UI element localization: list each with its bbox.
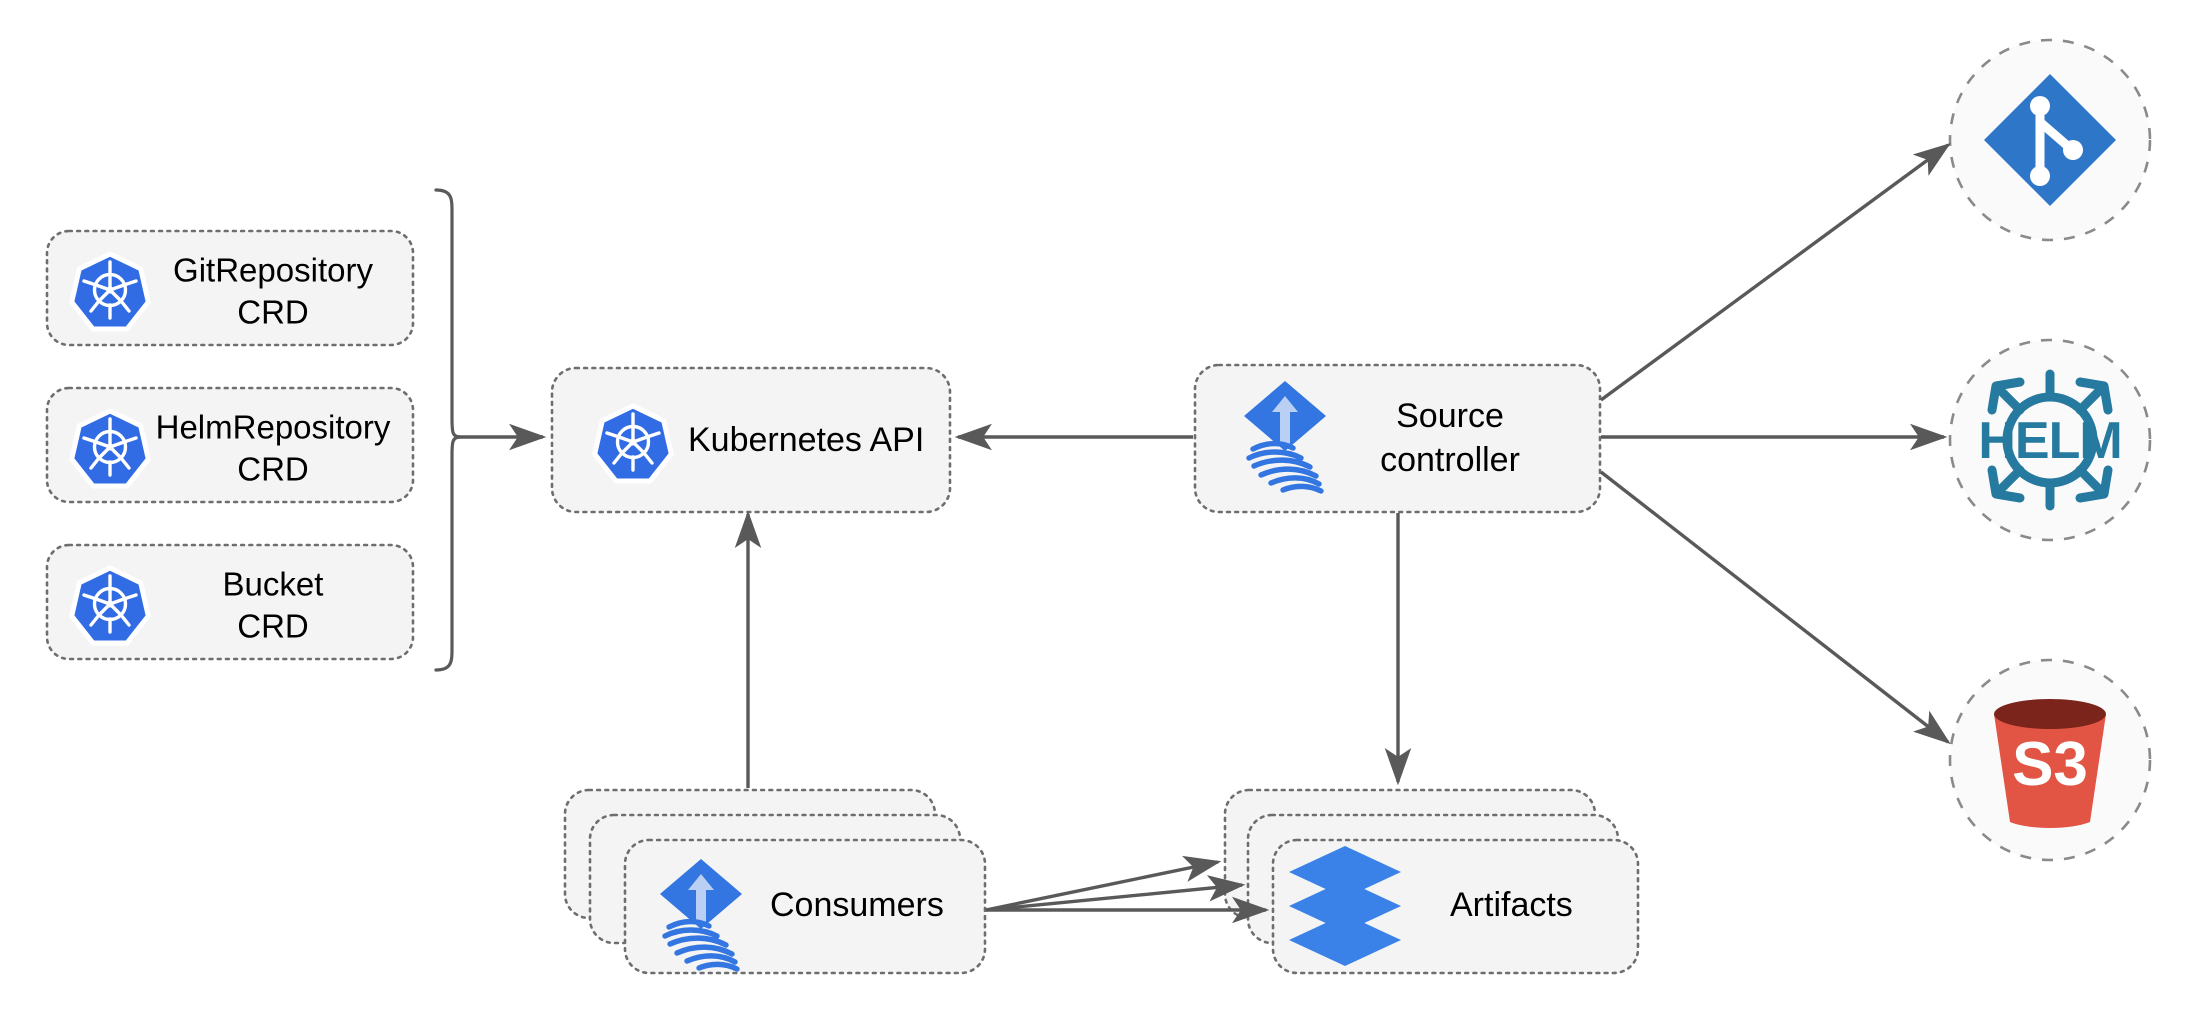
crd-label-line2: CRD [237,294,309,331]
crd-label-line1: GitRepository [173,252,373,289]
kubernetes-api-label: Kubernetes API [688,421,924,459]
crd-label-line2: CRD [237,608,309,645]
crd-box-bucket[interactable]: Bucket CRD [45,543,415,661]
consumers-label: Consumers [770,886,944,924]
node-consumers[interactable]: Consumers [563,788,987,975]
node-artifacts[interactable]: Artifacts [1223,788,1640,975]
kubernetes-icon [72,411,149,486]
crd-bracket [434,188,547,672]
node-kubernetes-api[interactable]: Kubernetes API [550,366,952,514]
crd-group: GitRepository CRD HelmRepository CRD Buc… [45,229,415,661]
kubernetes-icon [72,568,149,643]
edge-source-controller-to-git [1599,142,1951,402]
edge-source-controller-to-s3 [1599,470,1951,745]
crd-label-line1: Bucket [223,566,324,603]
crd-label-line1: HelmRepository [156,409,391,446]
source-controller-box-shape [1193,363,1602,514]
edge-consumers-to-artifacts-back [985,855,1222,912]
source-controller-label-line1: Source [1396,397,1504,435]
s3-label: S3 [2012,730,2088,799]
source-s3[interactable]: S3 [1948,658,2152,862]
kubernetes-icon [72,254,149,329]
crd-label-line2: CRD [237,451,309,488]
source-helm[interactable]: HELM [1948,338,2152,542]
edges [734,142,1951,924]
kubernetes-icon [595,406,672,481]
crd-box-helmrepository[interactable]: HelmRepository CRD [45,386,415,504]
artifacts-label: Artifacts [1450,886,1573,924]
source-controller-label-line2: controller [1380,441,1520,479]
crd-box-gitrepository[interactable]: GitRepository CRD [45,229,415,347]
edge-consumers-to-artifacts-middle [985,875,1246,912]
helm-label: HELM [1978,412,2121,470]
source-git[interactable] [1948,38,2152,242]
node-source-controller[interactable]: Source controller [1193,363,1602,514]
